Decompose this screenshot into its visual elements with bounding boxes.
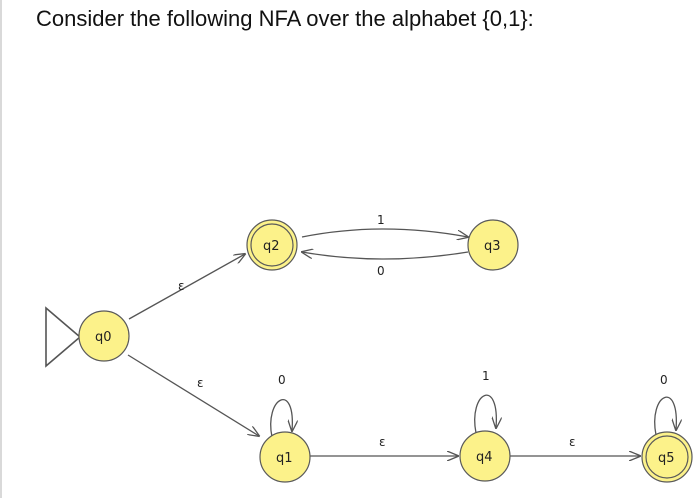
edge-label-q5-loop: 0: [660, 373, 668, 387]
state-label-q0: q0: [95, 330, 112, 345]
state-q4: q4: [459, 430, 511, 482]
state-q0: q0: [78, 310, 130, 362]
edge-label-q4-q5: ε: [569, 435, 576, 449]
edge-label-q2-q3: 1: [377, 213, 385, 227]
edge-q0-q2: [128, 254, 245, 320]
state-q3: q3: [467, 219, 519, 271]
edge-q5-q5-loop: [654, 396, 677, 436]
edge-label-q3-q2: 0: [377, 264, 385, 278]
state-q2: q2: [246, 219, 298, 271]
left-border: [0, 0, 2, 498]
state-label-q2: q2: [263, 239, 280, 254]
edge-q1-q1-loop: [270, 399, 293, 438]
start-arrow: [45, 306, 82, 368]
edge-label-q0-q1: ε: [197, 376, 204, 390]
state-q1: q1: [259, 431, 311, 483]
state-label-q5: q5: [658, 451, 675, 466]
state-label-q4: q4: [476, 450, 493, 465]
edge-label-q1-q4: ε: [379, 435, 386, 449]
edge-q3-q2: [302, 252, 469, 260]
edge-label-q4-loop: 1: [482, 369, 490, 383]
edge-label-q0-q2: ε: [178, 279, 185, 293]
edge-q2-q3: [301, 228, 468, 237]
question-heading: Consider the following NFA over the alph…: [36, 6, 534, 31]
edge-label-q1-loop: 0: [278, 373, 286, 387]
state-label-q1: q1: [276, 451, 293, 466]
edge-q0-q1: [127, 354, 259, 436]
state-label-q3: q3: [484, 239, 501, 254]
edge-q4-q4-loop: [474, 394, 497, 434]
state-q5: q5: [641, 431, 693, 483]
